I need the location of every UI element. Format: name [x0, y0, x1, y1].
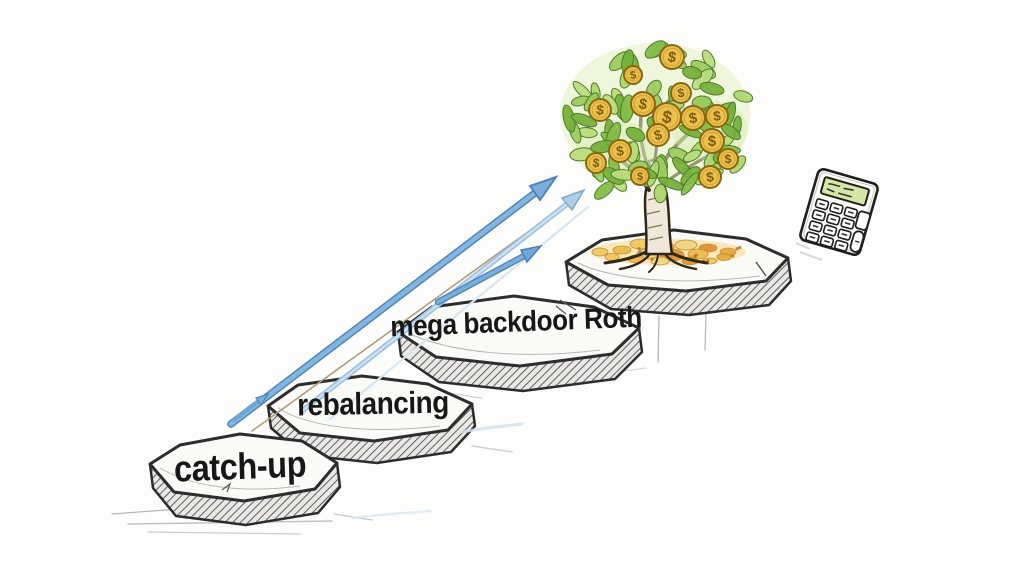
gold-nugget — [604, 253, 620, 261]
gold-speck — [706, 258, 710, 263]
key-glyph — [854, 240, 860, 243]
gold-speck — [731, 254, 735, 258]
blue-shadow-streaks — [350, 422, 524, 520]
leaf — [653, 183, 668, 204]
dollar-coin-icon: $ — [717, 148, 739, 170]
calculator-display-digits — [826, 183, 854, 198]
growth-arrow-primary — [227, 175, 559, 428]
coin-dollar-symbol: $ — [653, 127, 664, 143]
dollar-coin-icon: $ — [680, 105, 706, 131]
money-tree-icon: $$$$$$$$$$$$$$$ — [560, 40, 754, 273]
coin-dollar-symbol: $ — [688, 109, 700, 127]
dollar-coin-icon: $ — [630, 166, 650, 186]
gold-nugget — [716, 253, 732, 261]
gold-speck — [637, 247, 641, 251]
calculator-key — [829, 202, 844, 215]
growth-arrow-secondary — [299, 188, 586, 414]
coin-dollar-symbol: $ — [592, 156, 601, 171]
dollar-coin-icon: $ — [623, 65, 643, 85]
dollar-coin-icon: $ — [659, 44, 685, 70]
coin-dollar-symbol: $ — [637, 171, 644, 183]
calculator-key — [837, 228, 852, 241]
coin-dollar-symbol: $ — [595, 102, 605, 118]
leaf — [644, 40, 667, 59]
leaf — [680, 172, 699, 196]
gold-nugget — [687, 248, 709, 260]
coin-dollar-symbol: $ — [615, 143, 625, 159]
calculator-key — [840, 217, 855, 230]
tree-roots — [603, 250, 709, 273]
calculator-shadow — [795, 242, 823, 261]
gold-nugget — [674, 239, 698, 251]
leaf — [625, 126, 646, 142]
calculator-icon — [795, 168, 879, 261]
leaf — [682, 65, 703, 80]
growth-arrows — [227, 175, 590, 432]
dollar-coin-icon: $ — [608, 139, 632, 163]
faint-trend-line — [328, 205, 590, 421]
coin-dollar-symbol: $ — [660, 106, 674, 128]
gold-nugget — [612, 245, 632, 255]
calculator-key — [811, 209, 827, 222]
growth-arrow-tertiary — [434, 244, 544, 306]
dollar-coin-icon: $ — [588, 98, 612, 122]
gold-nugget — [591, 247, 609, 257]
leaf — [571, 113, 598, 128]
gold-speck — [650, 257, 654, 261]
coin-dollar-symbol: $ — [629, 69, 638, 82]
calculator-key — [808, 220, 823, 233]
dollar-coin-icon: $ — [585, 152, 607, 174]
step-label-rebalancing: rebalancing — [296, 384, 450, 423]
calculator-key — [843, 206, 859, 219]
coin-dollar-symbol: $ — [706, 169, 715, 185]
gold-speck — [738, 245, 742, 250]
calculator-key — [825, 213, 841, 226]
dollar-coin-icon: $ — [698, 165, 722, 189]
coin-dollar-symbol: $ — [666, 48, 678, 66]
calculator-key — [819, 235, 835, 248]
leaf — [701, 49, 716, 69]
leaf — [683, 149, 702, 163]
gold-speck — [693, 254, 697, 258]
stepping-stone-catch-up — [148, 432, 342, 527]
stepping-stone-rebalancing — [266, 374, 477, 465]
leaf — [699, 81, 725, 96]
dollar-coin-icon: $ — [699, 128, 725, 154]
coin-dollar-symbol: $ — [724, 152, 732, 166]
dollar-coin-icon: $ — [670, 82, 692, 104]
leaf — [691, 95, 712, 110]
calculator-key — [814, 198, 830, 211]
coin-dollar-symbol: $ — [708, 133, 717, 150]
dollar-coin-icon: $ — [705, 104, 729, 128]
coin-dollar-symbol: $ — [677, 86, 685, 101]
tree-coins: $$$$$$$$$$$$$$$ — [585, 44, 739, 189]
calculator-key-large — [854, 210, 871, 231]
leaf — [733, 90, 754, 103]
gold-nugget — [650, 256, 670, 266]
gold-speck — [735, 247, 739, 251]
coin-dollar-symbol: $ — [712, 108, 722, 124]
dollar-coin-icon: $ — [646, 123, 670, 147]
calculator-keypad — [805, 198, 871, 253]
step-label-catch-up: catch-up — [173, 443, 307, 490]
calculator-key — [822, 224, 838, 237]
growth-arrow-small — [232, 392, 270, 422]
calculator-key — [834, 239, 849, 252]
dollar-coin-icon: $ — [630, 91, 656, 117]
calculator-key — [805, 231, 820, 244]
